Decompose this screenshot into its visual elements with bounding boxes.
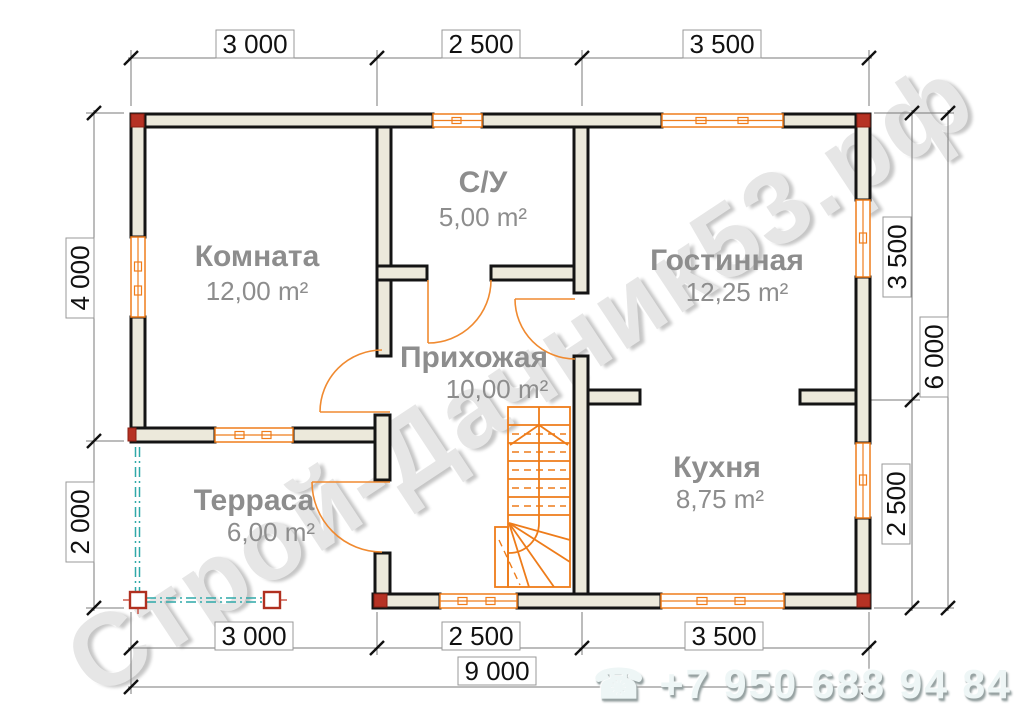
dim-label-left-1: 4 000 — [65, 237, 95, 319]
dimension-ticks — [86, 50, 956, 695]
svg-text:3 500: 3 500 — [882, 224, 912, 289]
dim-label-top-3: 3 500 — [682, 29, 762, 59]
room-area-kuhnya: 8,75 m² — [676, 484, 764, 514]
room-name-su: С/У — [459, 166, 508, 199]
svg-text:3 500: 3 500 — [689, 29, 754, 59]
phone-number: +7 950 688 94 84 — [659, 661, 1012, 707]
terrace-outline — [123, 447, 287, 614]
door-arc — [311, 481, 390, 553]
window-symbol — [660, 593, 785, 609]
contact-phone: ☎ +7 950 688 94 84 — [593, 660, 1012, 708]
door-arc — [514, 298, 576, 360]
room-name-kuhnya: Кухня — [673, 451, 761, 484]
svg-text:9 000: 9 000 — [464, 656, 529, 686]
terrace-post — [128, 590, 148, 610]
room-name-gostinnaya: Гостинная — [650, 244, 804, 277]
door-arcs — [311, 279, 576, 553]
room-area-su: 5,00 m² — [439, 202, 527, 232]
dimension-labels: 3 000 2 500 3 500 3 000 2 500 3 500 9 00… — [65, 29, 949, 686]
dim-label-bottom-3: 3 500 — [684, 621, 764, 651]
room-labels: Комната 12,00 m² С/У 5,00 m² Гостинная 1… — [194, 166, 804, 547]
dim-label-bottom-1: 3 000 — [214, 621, 294, 651]
svg-text:3 500: 3 500 — [691, 621, 756, 651]
room-name-terrasa: Терраса — [194, 484, 315, 517]
room-name-prihozhaya: Прихожая — [400, 341, 548, 374]
phone-icon: ☎ — [593, 661, 647, 707]
svg-text:3 000: 3 000 — [222, 29, 287, 59]
dim-label-bottom-2: 2 500 — [441, 621, 521, 651]
window-symbol — [855, 442, 871, 519]
room-area-terrasa: 6,00 m² — [227, 517, 315, 547]
svg-text:3 000: 3 000 — [221, 621, 286, 651]
window-symbol — [432, 113, 483, 128]
door-arc — [319, 349, 390, 413]
corner-markers — [127, 113, 871, 608]
svg-text:2 500: 2 500 — [448, 621, 513, 651]
window-symbols — [130, 113, 871, 609]
dim-label-right-total: 6 000 — [919, 316, 949, 398]
door-arc — [427, 279, 492, 344]
dim-label-right-2: 2 500 — [881, 463, 911, 545]
stairs-symbol — [494, 406, 571, 588]
dim-label-bottom-total: 9 000 — [457, 656, 537, 686]
window-symbol — [214, 427, 294, 443]
svg-text:6 000: 6 000 — [919, 324, 949, 389]
terrace-post — [262, 590, 282, 610]
room-name-komnata: Комната — [195, 240, 320, 273]
room-area-komnata: 12,00 m² — [206, 276, 309, 306]
dim-label-right-1: 3 500 — [882, 216, 912, 298]
svg-text:2 500: 2 500 — [881, 471, 911, 536]
svg-text:2 000: 2 000 — [65, 489, 95, 554]
room-area-prihozhaya: 10,00 m² — [446, 374, 549, 404]
window-symbol — [130, 236, 146, 318]
window-symbol — [661, 113, 784, 128]
svg-text:2 500: 2 500 — [448, 29, 513, 59]
window-symbol — [855, 199, 871, 278]
window-symbol — [439, 593, 518, 609]
dim-label-top-1: 3 000 — [215, 29, 295, 59]
svg-text:4 000: 4 000 — [65, 245, 95, 310]
dim-label-top-2: 2 500 — [441, 29, 521, 59]
room-area-gostinnaya: 12,25 m² — [686, 277, 789, 307]
dim-label-left-2: 2 000 — [65, 481, 95, 563]
